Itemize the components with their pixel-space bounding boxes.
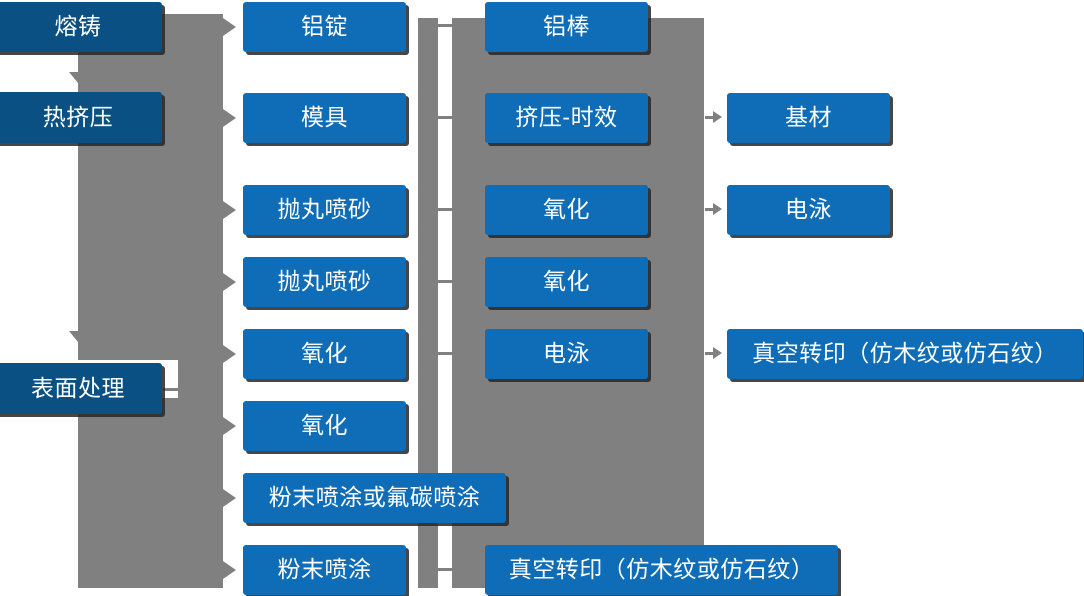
input-label-shotblast-2: 抛丸喷砂 bbox=[277, 268, 372, 295]
process-box-vacuum-transfer[interactable]: 真空转印（仿木纹或仿石纹） bbox=[485, 545, 838, 595]
process-box-bar[interactable]: 铝棒 bbox=[485, 2, 648, 52]
arrow-down-casting-to-extrude bbox=[69, 72, 87, 83]
arrow-trunk-to-input-3 bbox=[223, 201, 236, 219]
gutter-bar-right bbox=[452, 18, 474, 588]
input-box-shotblast-2[interactable]: 抛丸喷砂 bbox=[243, 257, 406, 307]
process-label-oxidation-2: 氧化 bbox=[543, 268, 590, 295]
arrow-to-output-electro bbox=[705, 203, 723, 216]
stage-label-casting: 熔铸 bbox=[54, 13, 102, 40]
gutter-bar-left bbox=[418, 18, 438, 588]
gutter-rung-3 bbox=[437, 208, 454, 211]
process-label-extrude-aging: 挤压-时效 bbox=[515, 104, 618, 131]
arrow-trunk-to-input-7 bbox=[223, 489, 236, 507]
input-label-mold: 模具 bbox=[301, 104, 348, 131]
stage-box-casting[interactable]: 熔铸 bbox=[0, 2, 162, 52]
arrow-down-extrude-to-surface bbox=[69, 331, 87, 342]
arrow-trunk-to-input-4 bbox=[223, 273, 236, 291]
process-box-oxidation-2[interactable]: 氧化 bbox=[485, 257, 648, 307]
gutter-rung-1 bbox=[437, 24, 454, 27]
input-box-oxidation-2[interactable]: 氧化 bbox=[243, 401, 406, 451]
arrow-trunk-to-input-1 bbox=[223, 18, 236, 36]
process-box-electrophoresis[interactable]: 电泳 bbox=[485, 329, 648, 379]
arrow-trunk-to-input-6 bbox=[223, 417, 236, 435]
input-box-mold[interactable]: 模具 bbox=[243, 93, 406, 143]
arrow-to-output-substrate bbox=[705, 111, 723, 124]
output-label-substrate: 基材 bbox=[785, 104, 832, 131]
gutter-rung-5 bbox=[437, 352, 454, 355]
input-box-ingot[interactable]: 铝锭 bbox=[243, 2, 406, 52]
stage-box-extrude[interactable]: 热挤压 bbox=[0, 92, 162, 143]
arrow-trunk-to-input-8 bbox=[223, 561, 236, 579]
stage-box-surface[interactable]: 表面处理 bbox=[0, 363, 162, 414]
output-label-vacuum-transfer: 真空转印（仿木纹或仿石纹） bbox=[752, 340, 1058, 367]
input-label-ingot: 铝锭 bbox=[301, 13, 348, 40]
input-box-powder[interactable]: 粉末喷涂 bbox=[243, 545, 406, 595]
arrow-trunk-to-input-2 bbox=[223, 109, 236, 127]
process-label-electrophoresis: 电泳 bbox=[543, 340, 590, 367]
output-box-substrate[interactable]: 基材 bbox=[727, 93, 890, 143]
process-label-oxidation-1: 氧化 bbox=[543, 196, 590, 223]
input-label-powder-or-pvdf: 粉末喷涂或氟碳喷涂 bbox=[268, 484, 481, 511]
output-box-electrophoresis[interactable]: 电泳 bbox=[727, 185, 890, 235]
output-label-electrophoresis: 电泳 bbox=[785, 196, 832, 223]
input-label-powder: 粉末喷涂 bbox=[277, 556, 372, 583]
gutter-rung-2 bbox=[437, 116, 454, 119]
process-label-bar: 铝棒 bbox=[543, 13, 590, 40]
stage-label-surface: 表面处理 bbox=[31, 374, 125, 401]
gutter-rung-6 bbox=[437, 568, 454, 571]
process-box-oxidation-1[interactable]: 氧化 bbox=[485, 185, 648, 235]
arrow-to-output-transfer bbox=[705, 347, 723, 360]
input-label-oxidation-2: 氧化 bbox=[301, 412, 348, 439]
input-label-shotblast-1: 抛丸喷砂 bbox=[277, 196, 372, 223]
process-label-vacuum-transfer: 真空转印（仿木纹或仿石纹） bbox=[508, 556, 815, 583]
input-box-powder-or-pvdf[interactable]: 粉末喷涂或氟碳喷涂 bbox=[243, 473, 506, 523]
input-box-shotblast-1[interactable]: 抛丸喷砂 bbox=[243, 185, 406, 235]
input-label-oxidation-1: 氧化 bbox=[301, 340, 348, 367]
stage-label-extrude: 热挤压 bbox=[42, 103, 114, 130]
process-box-extrude-aging[interactable]: 挤压-时效 bbox=[485, 93, 648, 143]
gutter-rung-4 bbox=[437, 280, 454, 283]
arrow-trunk-to-input-5 bbox=[223, 345, 236, 363]
input-box-oxidation-1[interactable]: 氧化 bbox=[243, 329, 406, 379]
stub-surface-to-trunk bbox=[163, 388, 189, 391]
output-box-vacuum-transfer[interactable]: 真空转印（仿木纹或仿石纹） bbox=[727, 329, 1083, 379]
